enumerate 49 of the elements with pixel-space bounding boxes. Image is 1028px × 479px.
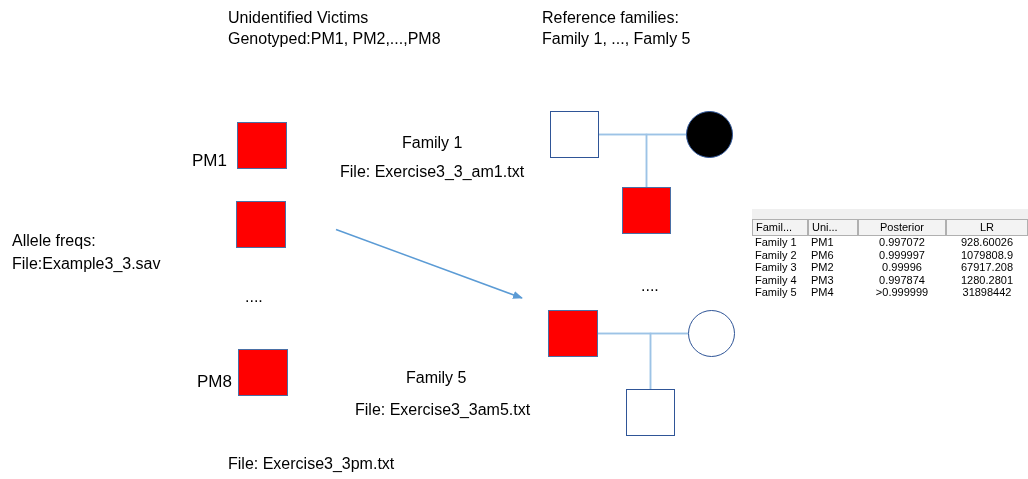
table-cell-text: 0.997072 bbox=[878, 236, 926, 249]
caption-text: Allele freqs: bbox=[12, 233, 96, 249]
table-cell-text: Family 5 bbox=[754, 286, 798, 299]
caption-text: File: Exercise3_3am5.txt bbox=[355, 402, 531, 418]
male-square bbox=[237, 122, 287, 169]
caption-text: File:Example3_3.sav bbox=[12, 256, 161, 272]
male-square bbox=[550, 111, 599, 158]
table-cell-text: PM4 bbox=[810, 286, 835, 299]
male-square bbox=[626, 389, 675, 436]
table-cell-text: PM1 bbox=[810, 236, 835, 249]
table-cell-text: Family 1 bbox=[754, 236, 798, 249]
table-cell-text: 31898442 bbox=[961, 286, 1013, 299]
table-cell-text: 0.99996 bbox=[881, 261, 923, 274]
table-cell-text: Family 4 bbox=[754, 273, 798, 286]
caption-text: Genotyped:PM1, PM2,...,PM8 bbox=[228, 31, 441, 47]
caption-text: Family 1, ..., Famly 5 bbox=[542, 31, 691, 47]
male-square bbox=[622, 187, 671, 234]
pedigree-line bbox=[649, 332, 689, 390]
caption-text: Family 5 bbox=[406, 370, 467, 386]
table-cell-text: 1079808.9 bbox=[960, 248, 1014, 261]
arrow bbox=[335, 228, 523, 299]
caption-text: File: Exercise3_3_am1.txt bbox=[340, 164, 525, 180]
pedigree-line bbox=[645, 133, 687, 188]
victim-label: PM1 bbox=[192, 152, 227, 169]
caption-text: Unidentified Victims bbox=[228, 10, 369, 26]
caption-text: Family 1 bbox=[402, 135, 463, 151]
table-cell-text: 928.60026 bbox=[960, 236, 1014, 249]
table-cell-text: 67917.208 bbox=[960, 261, 1014, 274]
ellipsis-text: .... bbox=[245, 289, 263, 305]
table-cell-text: 0.999997 bbox=[878, 248, 926, 261]
male-square bbox=[238, 349, 288, 396]
table-cell-text: Family 3 bbox=[754, 261, 798, 274]
column-header: LR bbox=[946, 219, 1028, 236]
column-header: Uni... bbox=[808, 219, 858, 236]
caption-text: Reference families: bbox=[542, 10, 679, 26]
table-cell-text: PM6 bbox=[810, 248, 835, 261]
male-square bbox=[548, 310, 598, 357]
table-cell-text: PM3 bbox=[810, 273, 835, 286]
male-square bbox=[236, 201, 286, 248]
column-header: Famil... bbox=[752, 219, 808, 236]
table-cell-text: 0.997874 bbox=[878, 273, 926, 286]
ellipsis-text: .... bbox=[641, 278, 659, 294]
table-cell-text: Family 2 bbox=[754, 248, 798, 261]
column-header: Posterior bbox=[858, 219, 946, 236]
table-cell-text: PM2 bbox=[810, 261, 835, 274]
caption-text: File: Exercise3_3pm.txt bbox=[228, 456, 395, 472]
victim-label: PM8 bbox=[197, 373, 232, 390]
table-cell-text: 1280.2801 bbox=[960, 273, 1014, 286]
table-cell-text: >0.999999 bbox=[874, 286, 930, 299]
